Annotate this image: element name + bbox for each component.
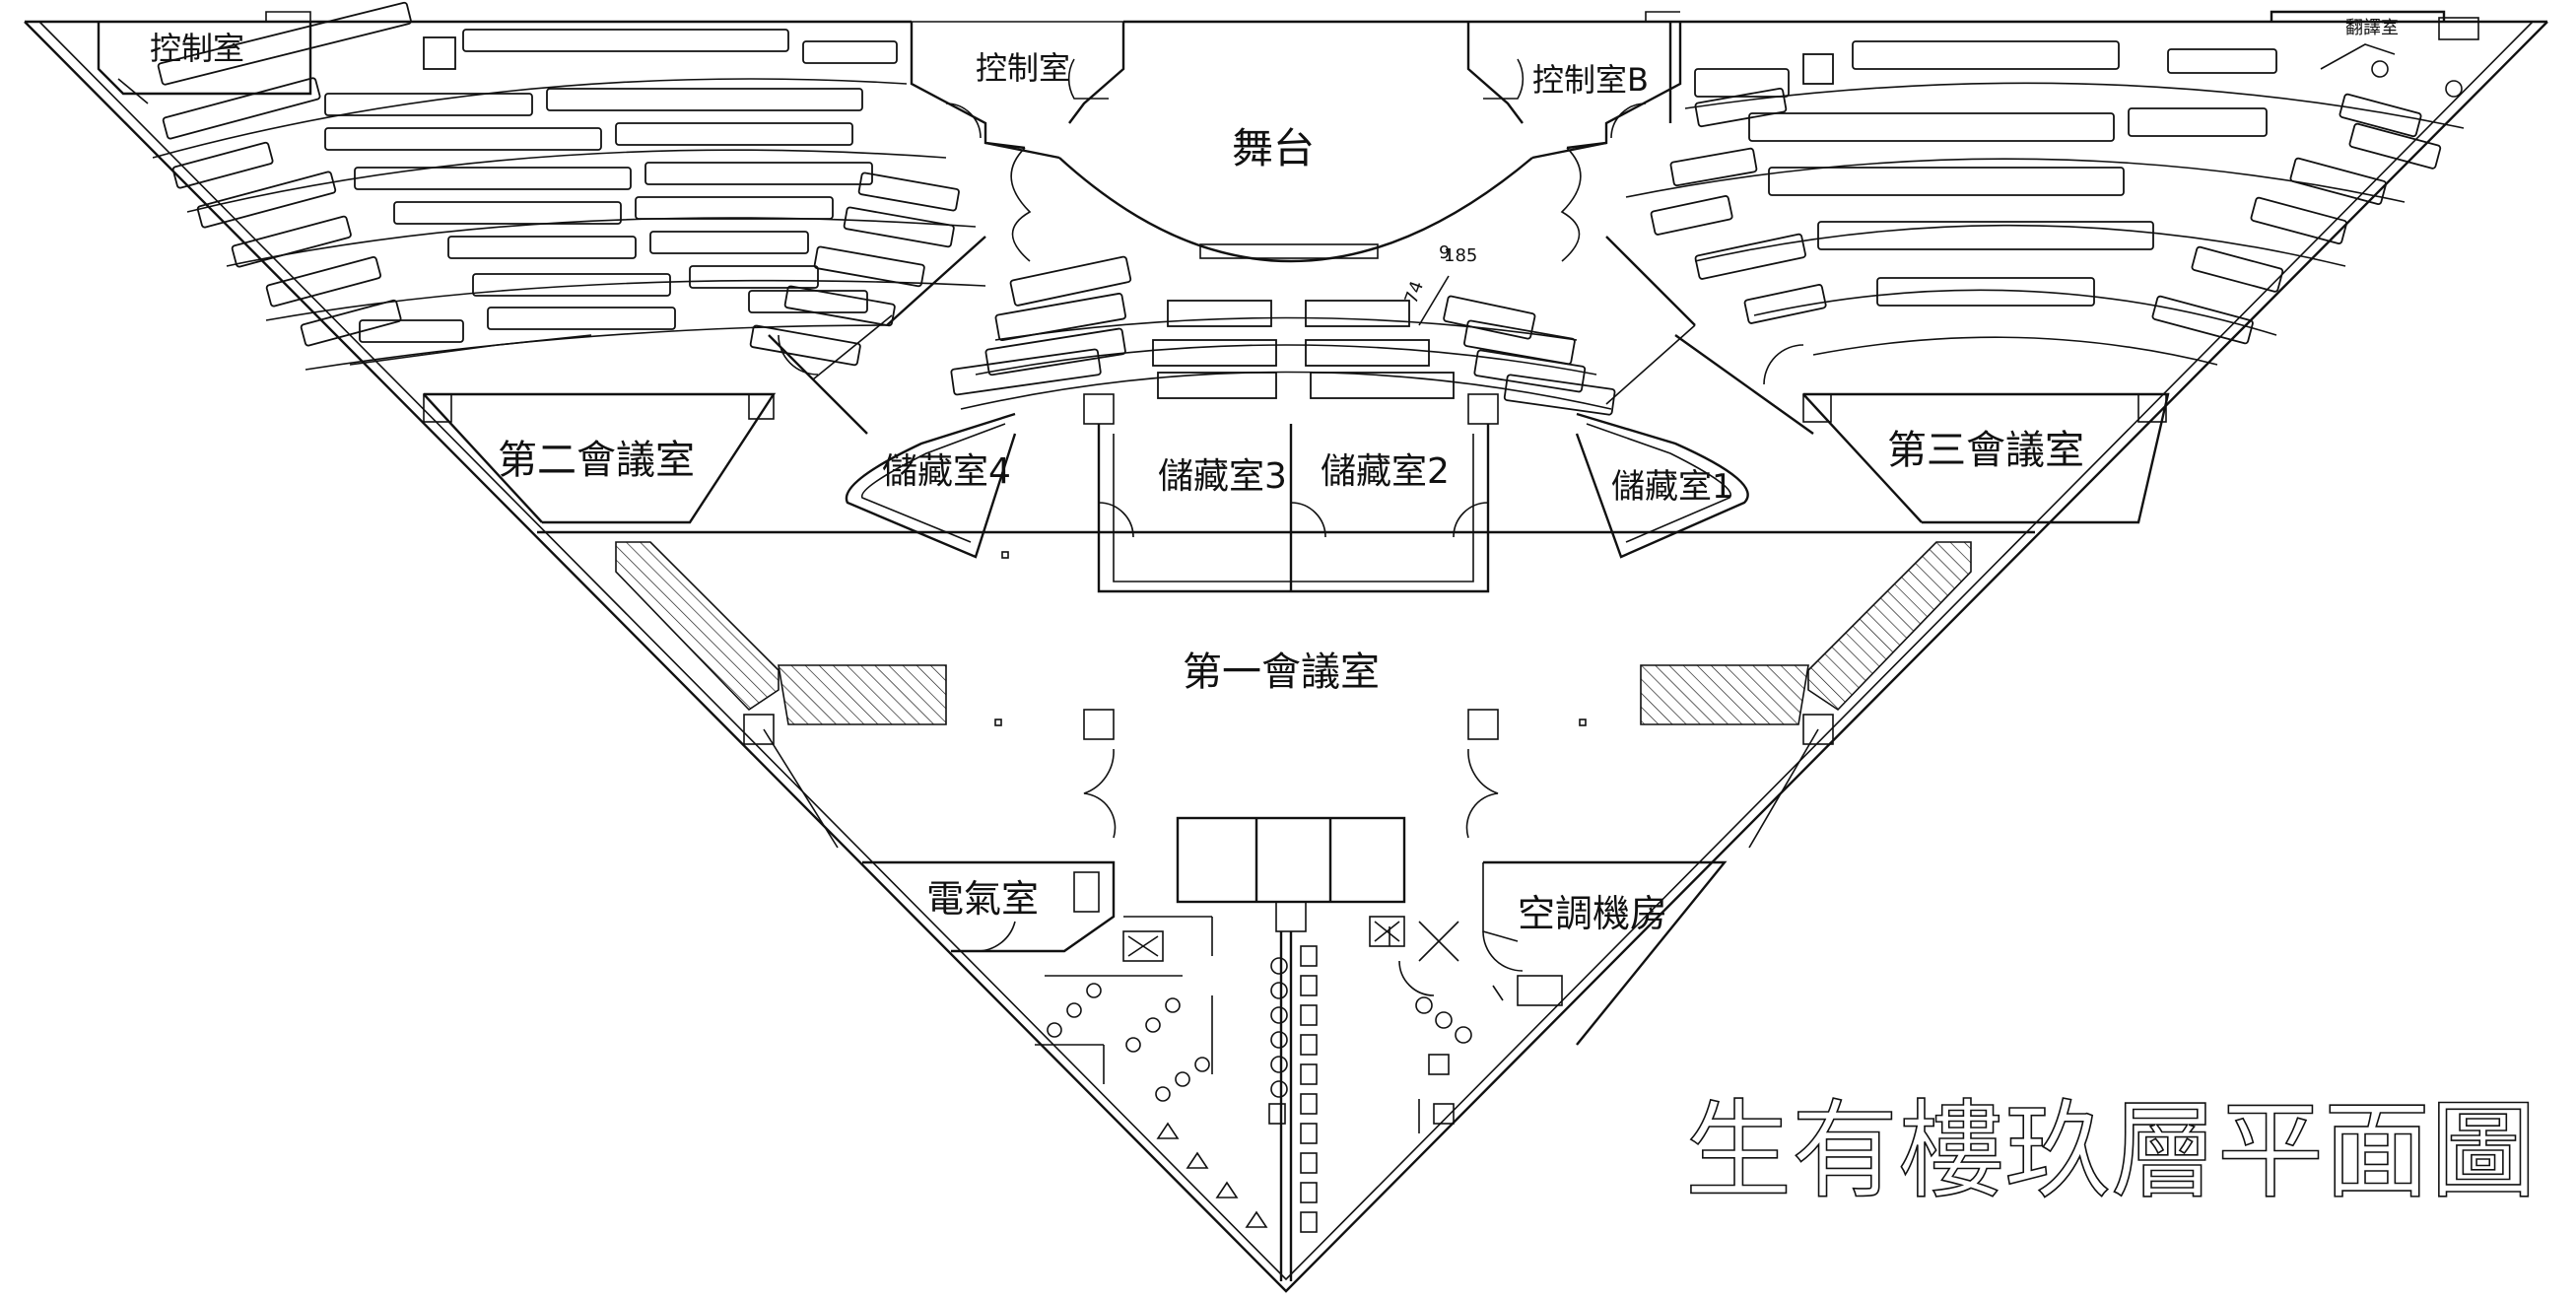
- meeting-room-2: [423, 392, 2035, 534]
- seat-rows-right: [1650, 40, 2442, 345]
- dimension-9: 9: [1439, 242, 1450, 263]
- room-labels: 控制室 控制室 控制室B 翻譯室 舞台 第一會議室 第二會議室 第三會議室 儲藏…: [150, 18, 2399, 935]
- label-storage-4: 儲藏室4: [882, 451, 1011, 492]
- label-control-center: 控制室: [976, 49, 1070, 87]
- seating-right: [1605, 82, 2465, 435]
- label-control-b: 控制室B: [1532, 61, 1649, 99]
- control-room-right: [1645, 10, 2479, 123]
- building-outline: [24, 20, 2548, 1293]
- label-translation: 翻譯室: [2345, 18, 2399, 38]
- label-hvac-room: 空調機房: [1518, 892, 1667, 935]
- label-storage-1: 儲藏室1: [1611, 467, 1733, 507]
- meeting-room-3: [1802, 392, 2170, 524]
- stairs-left: [615, 541, 947, 849]
- label-control-left: 控制室: [150, 30, 244, 67]
- dimension-74: 74: [1401, 278, 1429, 307]
- seat-rows-left: [157, 1, 960, 367]
- seating-center: [950, 255, 1616, 425]
- label-stage: 舞台: [1232, 124, 1315, 172]
- label-storage-3: 儲藏室3: [1158, 456, 1287, 497]
- drawing-title: 生有樓玖層平面圖: [1685, 1090, 2537, 1213]
- label-storage-2: 儲藏室2: [1321, 451, 1450, 492]
- stairs-right: [1640, 541, 1972, 849]
- stage-area: [910, 22, 1682, 263]
- seating-left: [152, 78, 986, 435]
- dimension-185: 185: [1444, 245, 1477, 266]
- label-meeting-room-1: 第一會議室: [1183, 650, 1380, 695]
- label-meeting-room-3: 第三會議室: [1887, 428, 2084, 473]
- label-electrical-room: 電氣室: [926, 877, 1039, 921]
- storage-rooms: [845, 412, 1749, 593]
- label-meeting-room-2: 第二會議室: [498, 438, 695, 483]
- lower-area: [862, 551, 1728, 1281]
- control-room-left: [97, 11, 312, 104]
